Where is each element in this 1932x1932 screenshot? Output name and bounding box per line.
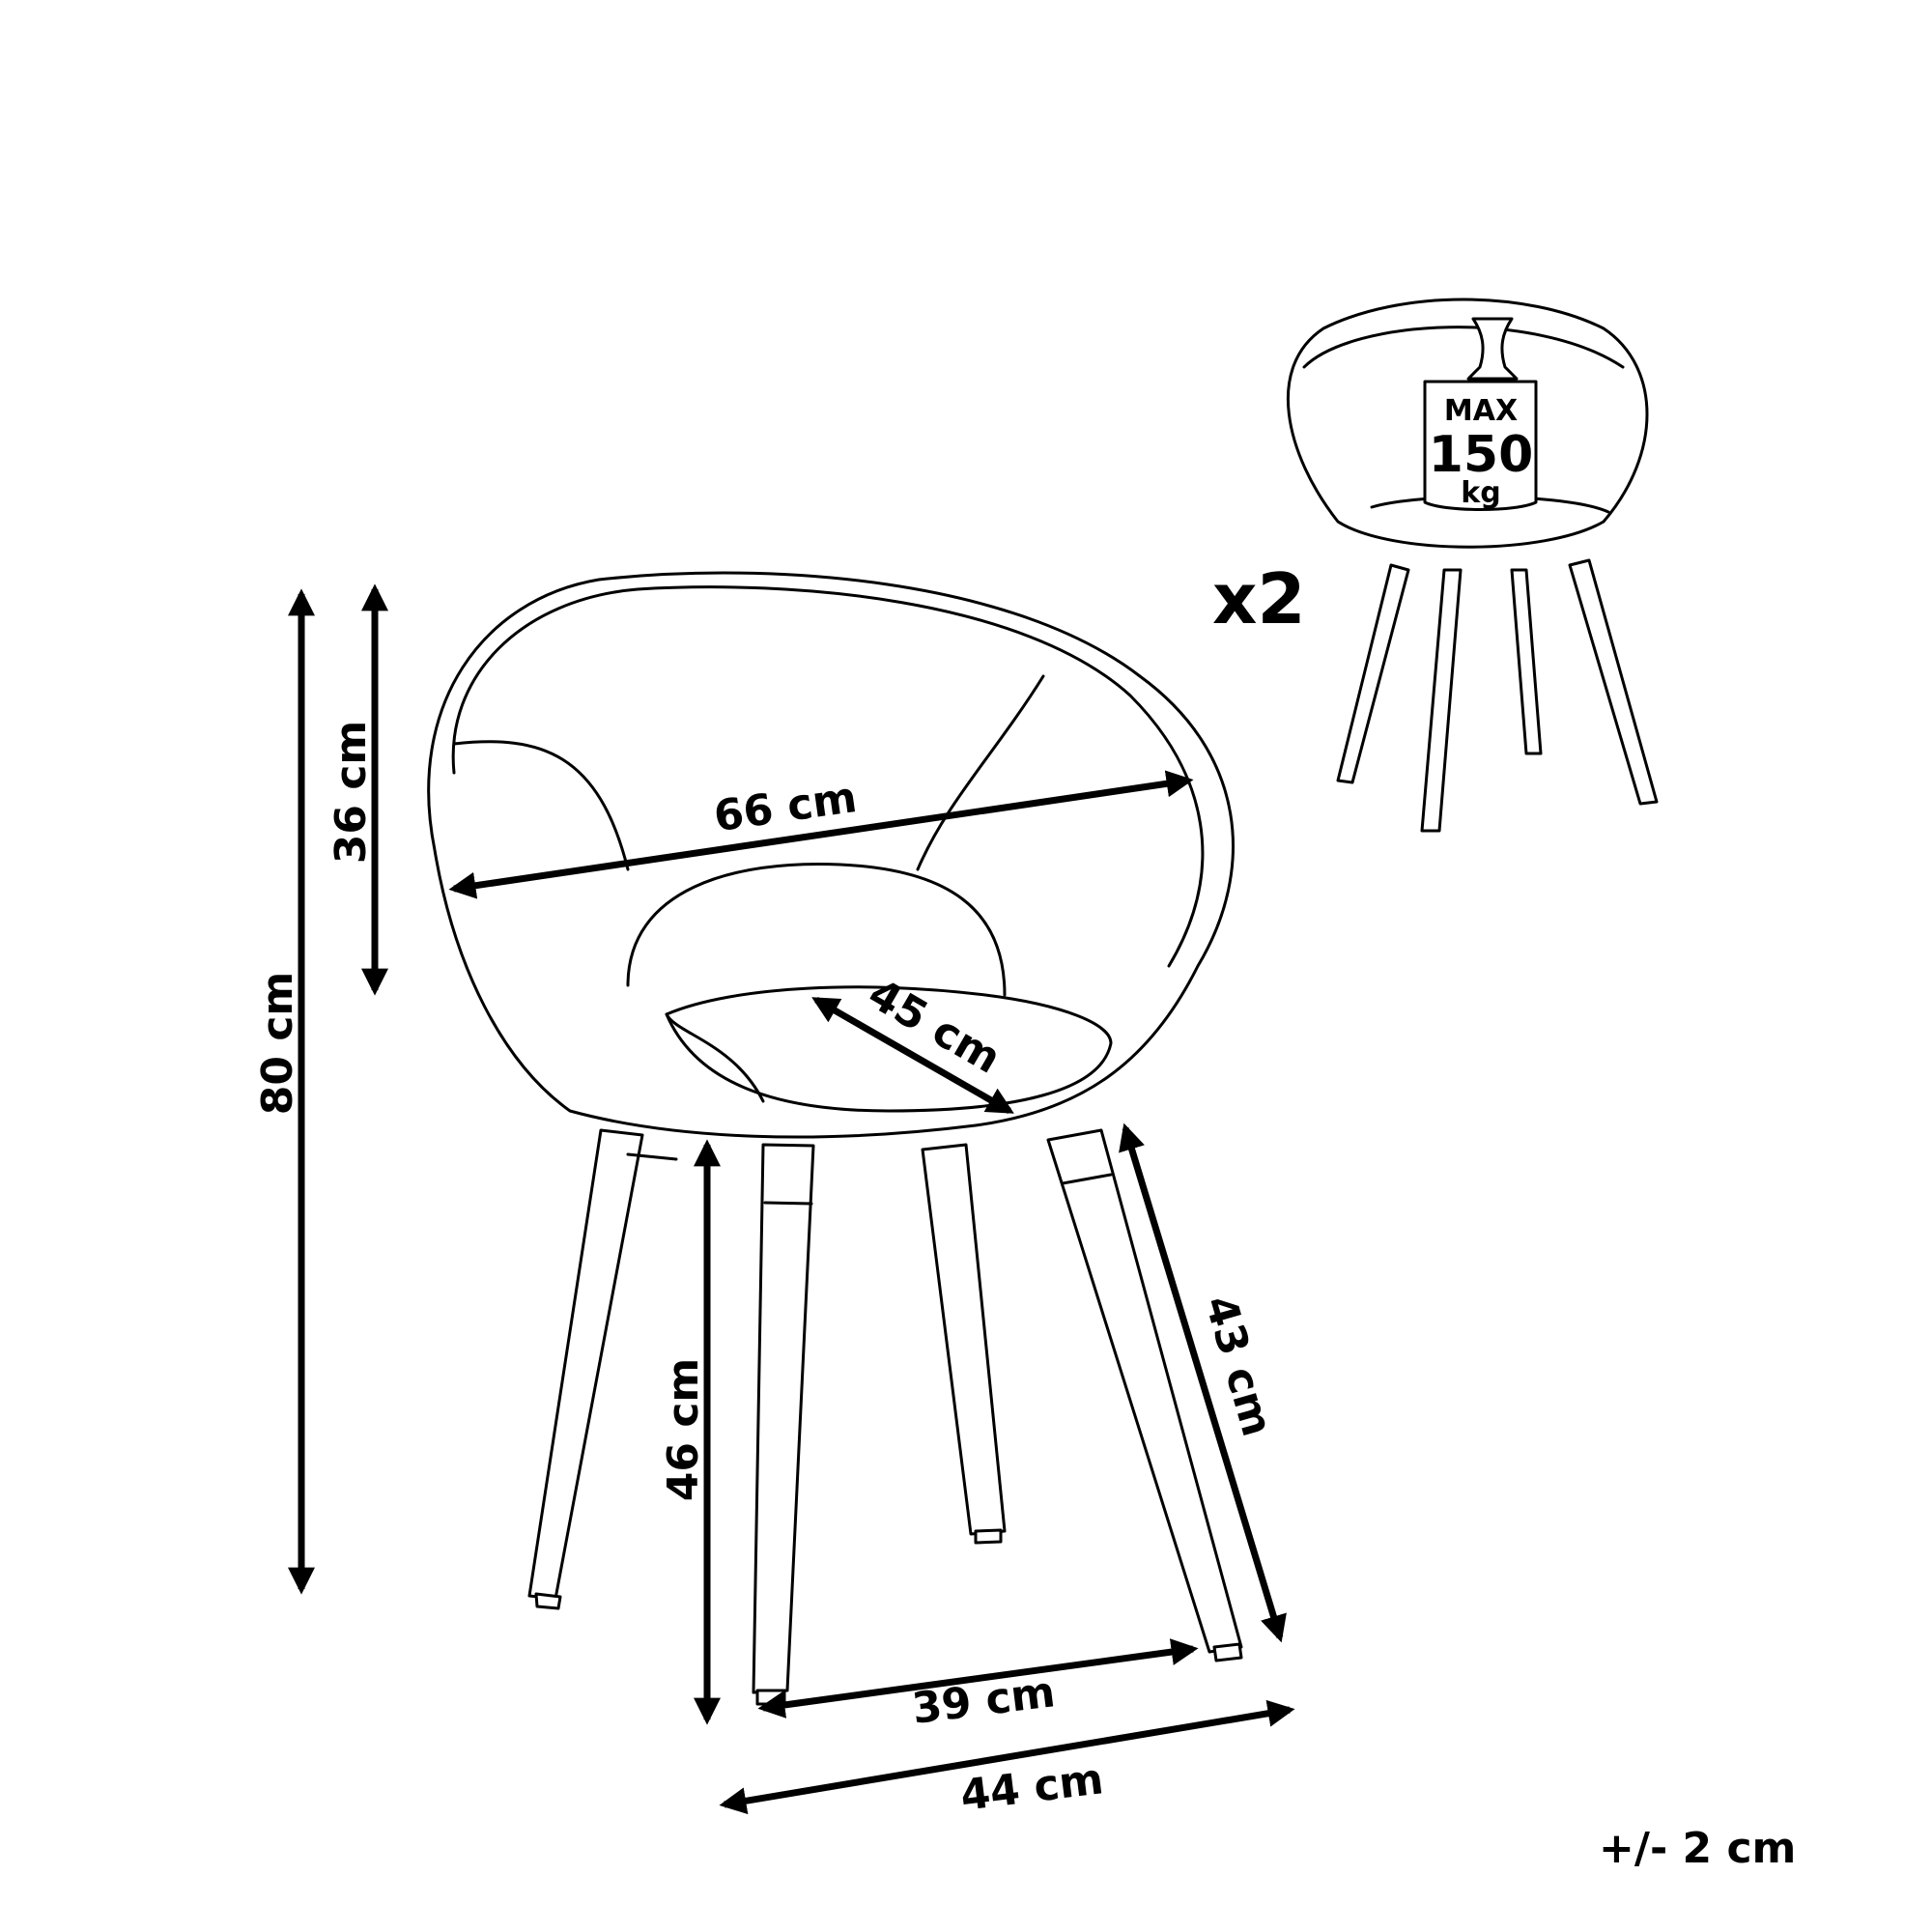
svg-text:150: 150 bbox=[1429, 426, 1534, 484]
dimension-36cm: 36 cm bbox=[327, 583, 388, 996]
quantity-label: x2 bbox=[1212, 558, 1306, 639]
dimension-44cm: 44 cm bbox=[719, 1699, 1295, 1821]
dimension-39cm: 39 cm bbox=[757, 1638, 1199, 1734]
tolerance-note: +/- 2 cm bbox=[1599, 1824, 1797, 1873]
svg-text:43 cm: 43 cm bbox=[1195, 1291, 1282, 1442]
chair-legs bbox=[527, 1128, 1243, 1706]
svg-text:kg: kg bbox=[1461, 476, 1500, 510]
dimension-46cm: 46 cm bbox=[659, 1139, 721, 1725]
dimension-80cm: 80 cm bbox=[253, 588, 315, 1595]
svg-text:36 cm: 36 cm bbox=[327, 721, 376, 864]
svg-text:80 cm: 80 cm bbox=[253, 972, 302, 1115]
weight-icon: MAX 150 kg bbox=[1423, 317, 1538, 511]
svg-text:MAX: MAX bbox=[1444, 394, 1518, 428]
svg-text:46 cm: 46 cm bbox=[659, 1358, 708, 1501]
dimension-66cm: 66 cm bbox=[448, 770, 1194, 899]
main-chair-illustration bbox=[427, 571, 1243, 1706]
svg-text:39 cm: 39 cm bbox=[909, 1667, 1058, 1734]
